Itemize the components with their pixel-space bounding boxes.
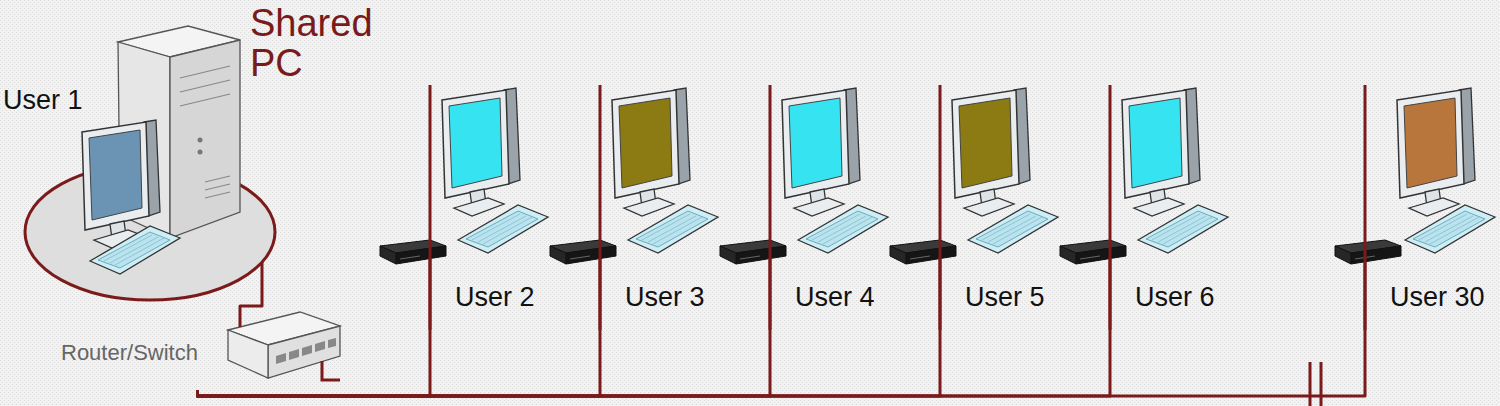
user-label: User 30 — [1390, 281, 1485, 313]
user-label: User 6 — [1135, 281, 1215, 313]
network-cable — [198, 85, 1366, 396]
cable-stub — [240, 258, 1365, 380]
user-station-illustration — [380, 88, 548, 264]
network-cable — [198, 85, 431, 396]
user-station: User 5 — [885, 85, 1053, 330]
user-station-illustration — [720, 88, 888, 264]
network-cable — [240, 300, 262, 318]
user-label: User 4 — [795, 281, 875, 313]
network-cable — [198, 85, 1111, 396]
network-cable — [198, 85, 941, 396]
router-switch: Router/Switch — [55, 318, 340, 390]
device-label: Router/Switch — [61, 340, 198, 366]
user-label: User 5 — [965, 281, 1045, 313]
heading-label: Shared PC — [250, 4, 385, 84]
user-label: User 1 — [3, 84, 83, 116]
user-station: User 3 — [545, 85, 713, 330]
user-station: User 30 — [1330, 85, 1495, 330]
user-station-illustration — [1335, 88, 1495, 264]
user-station-illustration — [890, 88, 1058, 264]
user-station-illustration — [550, 88, 718, 264]
shared-pc-illustration — [25, 26, 275, 300]
user-station: User 2 — [375, 85, 543, 330]
shared-pc: Shared PC User 1 — [0, 0, 389, 300]
network-cable — [198, 85, 771, 396]
user-label: User 3 — [625, 281, 705, 313]
user-station-illustration — [1060, 88, 1228, 264]
user-label: User 2 — [455, 281, 535, 313]
user-station: User 4 — [715, 85, 883, 330]
user-station: User 6 — [1055, 85, 1223, 330]
network-cable — [198, 85, 601, 396]
